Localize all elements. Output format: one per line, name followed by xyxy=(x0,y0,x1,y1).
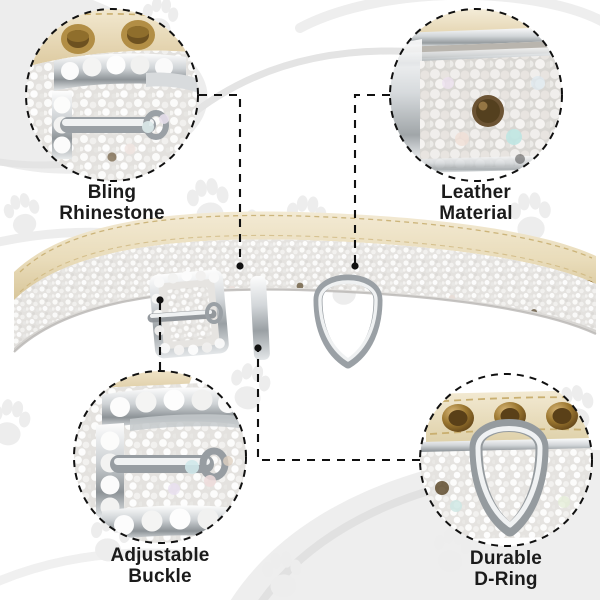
swoosh-top-right xyxy=(295,0,600,33)
collar-d-ring xyxy=(313,274,383,369)
connector-bling-rhinestone xyxy=(199,93,242,266)
label-adjustable-buckle: Adjustable Buckle xyxy=(110,545,210,588)
connector-endpoints xyxy=(156,262,359,352)
collar-pin-buckle xyxy=(147,269,270,361)
label-bling-rhinestone: Bling Rhinestone xyxy=(59,182,165,225)
connector-leather-material xyxy=(353,93,390,266)
label-leather-material: Leather Material xyxy=(439,182,513,225)
label-durable-d-ring: Durable D-Ring xyxy=(469,548,543,591)
swoosh-bottom-left xyxy=(0,548,205,586)
